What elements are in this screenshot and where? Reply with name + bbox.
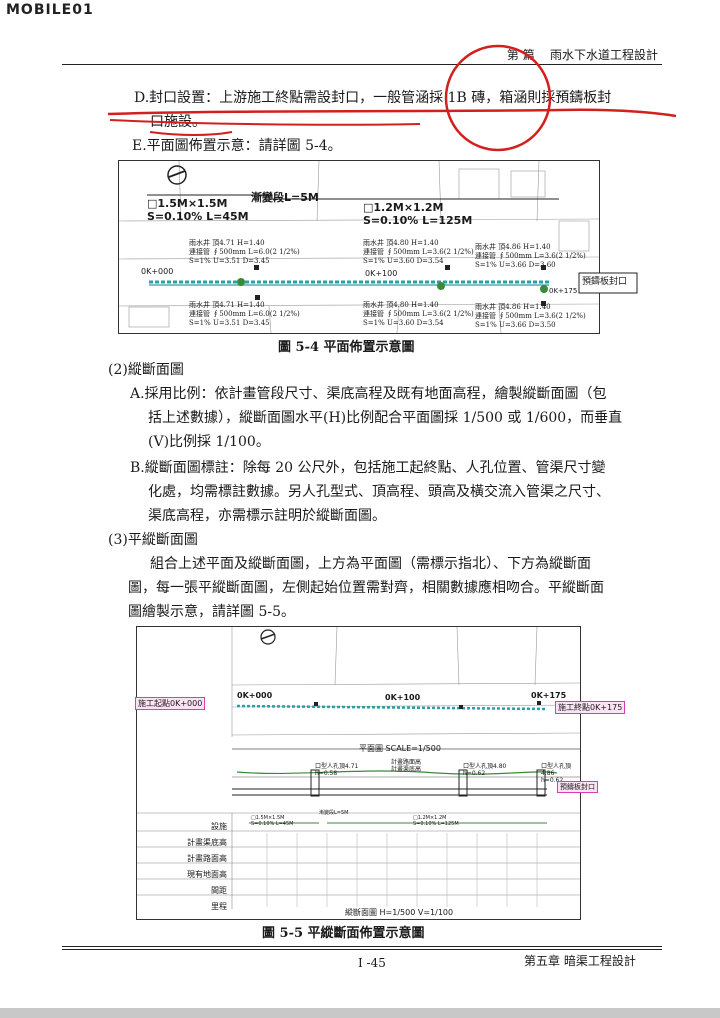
profile-legend-notes: 計畫路面高計畫渠底高 [391, 759, 422, 773]
row-label-existing-ground: 現有地面高 [187, 870, 227, 879]
caption-fig-5-5: 圖 5-5 平縱斷面佈置示意圖 [262, 926, 425, 941]
north-arrow-icon [167, 165, 187, 185]
construction-start-label: 施工起點0K+000 [135, 697, 206, 710]
profile-scale-label: 縱斷面圖 H=1/500 V=1/100 [345, 908, 454, 917]
plan-scale-label: 平面圖 SCALE=1/500 [359, 744, 441, 753]
para-3-line2: 圖，每一張平縱斷面圖，左側起始位置需對齊，相關數據應相吻合。平縱斷面 [128, 580, 604, 596]
section-2-heading: (2)縱斷面圖 [108, 362, 184, 378]
station-0k100: 0K+100 [365, 269, 398, 278]
profile-transition-label: 漸變段L=5M [319, 810, 349, 816]
profile-row-labels: 設施 計畫渠底高 計畫路面高 現有地面高 間距 里程 [167, 819, 227, 915]
header-rule [62, 64, 662, 65]
para-2b-line1: B.縱斷面圖標註：除每 20 公尺外，包括施工起終點、人孔位置、管渠尺寸變 [130, 460, 606, 476]
red-annotation-marks [107, 44, 677, 152]
plan-profile-drawing-5-5 [137, 626, 581, 909]
row-label-chainage: 里程 [211, 902, 227, 911]
para-3-line1: 組合上述平面及縱斷面圖，上方為平面圖（需標示指北）、下方為縱斷面 [150, 556, 591, 572]
figure-5-5: 施工起點0K+000 施工終點0K+175 0K+000 0K+100 0K+1… [135, 626, 626, 920]
header-title: 雨水下水道工程設計 [549, 48, 658, 62]
seg1-label: □1.5M×1.5M S=0.10% L=45M [147, 197, 249, 223]
para-2a-line1: A.採用比例：依計畫管段尺寸、渠底高程及既有地面高程，繪製縱斷面圖（包 [130, 386, 607, 402]
section-3-heading: (3)平縱斷面圖 [108, 532, 198, 548]
figure-5-4: □1.5M×1.5M S=0.10% L=45M 漸變段L=5M □1.2M×1… [118, 160, 638, 334]
north-arrow-icon [260, 629, 276, 645]
para-2b-line2: 化處，均需標註數據。另人孔型式、頂高程、頭高及橫交流入管渠之尺寸、 [148, 484, 610, 500]
para-2a-line2: 括上述數據），縱斷面圖水平(H)比例配合平面圖採 1/500 或 1/600，而… [148, 410, 623, 426]
row-label-facility: 設施 [211, 822, 227, 831]
footer-rule-1 [62, 946, 662, 947]
chapter-label: 第 篇 [506, 48, 535, 62]
station-0k100: 0K+100 [385, 693, 421, 702]
station-0k175: 0K+175 [531, 691, 567, 700]
para-d-line1: D.封口設置：上游施工終點需設封口，一般管涵採 1B 磚，箱涵則採預鑄板封 [134, 90, 612, 106]
para-2b-line3: 渠底高程，亦需標示註明於縱斷面圖。 [148, 508, 386, 524]
caption-fig-5-4: 圖 5-4 平面佈置示意圖 [278, 340, 415, 355]
station-0k175: 0K+175 [549, 287, 578, 295]
row-label-plan-road: 計畫路面高 [187, 854, 227, 863]
profile-precast-label: 預鑄板封口 [557, 781, 598, 793]
para-2a-line3: (V)比例採 1/100。 [148, 434, 270, 450]
seg2-label: □1.2M×1.2M S=0.10% L=125M [363, 201, 473, 227]
station-0k000: 0K+000 [141, 267, 174, 276]
row-label-plan-invert: 計畫渠底高 [187, 838, 227, 847]
para-e-line: E.平面圖佈置示意：請詳圖 5-4。 [132, 138, 342, 154]
footer-rule-2 [62, 949, 662, 950]
construction-end-label: 施工終點0K+175 [555, 701, 626, 714]
site-logo: MOBILE01 [6, 2, 94, 18]
footer-chapter: 第五章 暗渠工程設計 [524, 954, 636, 968]
page-number: I -45 [358, 956, 386, 970]
row-label-spacing: 間距 [211, 886, 227, 895]
transition-label: 漸變段L=5M [251, 191, 319, 204]
station-0k000: 0K+000 [237, 691, 273, 700]
page-header: 第 篇 雨水下水道工程設計 [507, 46, 658, 63]
para-3-line3: 圖繪製示意，請詳圖 5-5。 [128, 604, 295, 620]
bottom-scroll-strip [0, 1008, 720, 1018]
precast-seal-label: 預鑄板封口 [582, 274, 628, 287]
